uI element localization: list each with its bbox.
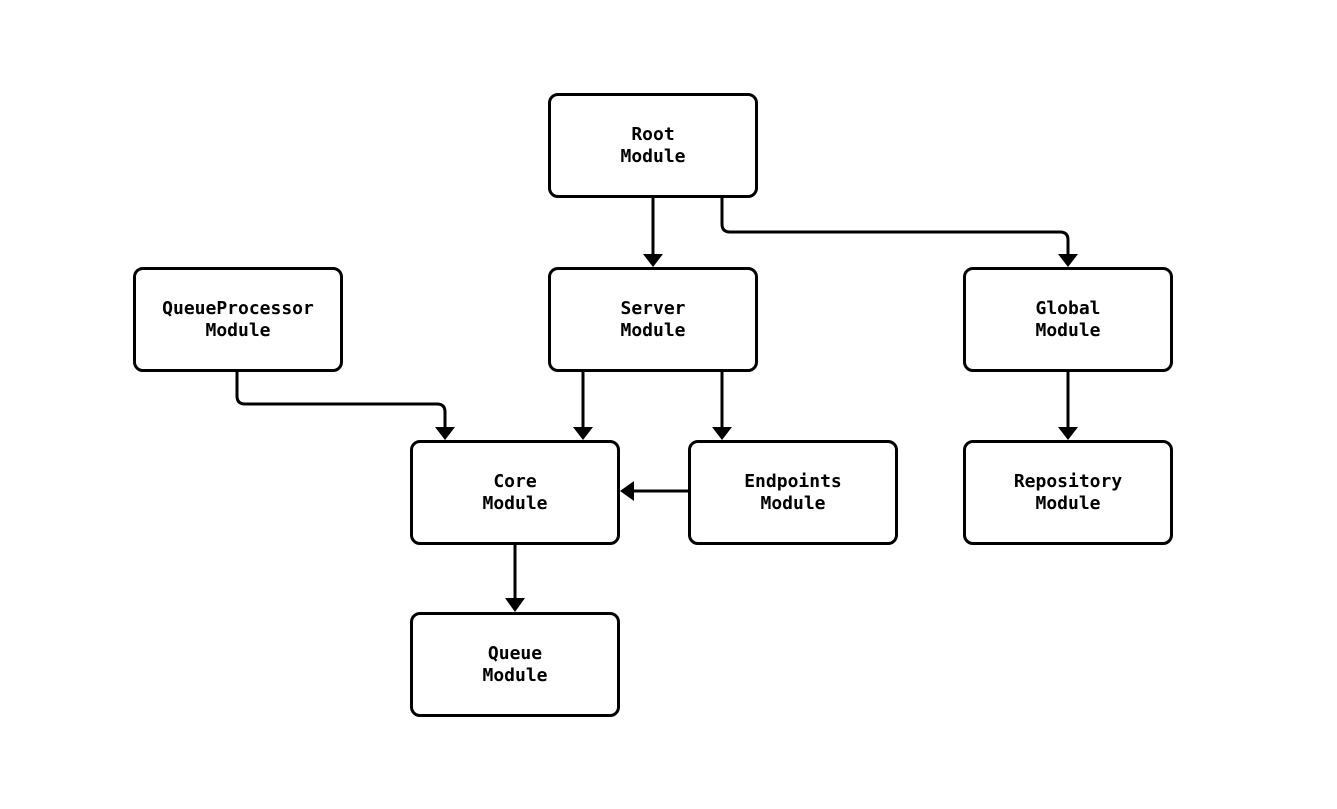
edge-endpoints-to-core [620,481,688,501]
node-repository-label-line2: Module [1035,492,1101,514]
node-repository-module: Repository Module [963,440,1173,545]
node-core-label-line1: Core [493,470,537,492]
arrowhead-endpoints-to-core [620,481,634,501]
arrowhead-server-to-core [573,427,593,440]
arrowhead-core-to-queue [505,598,525,612]
node-queueprocessor-module: QueueProcessor Module [133,267,343,372]
arrowhead-server-to-endpoints [712,427,732,440]
node-endpoints-label-line2: Module [760,492,826,514]
node-endpoints-module: Endpoints Module [688,440,898,545]
edge-root-to-global [720,198,1078,267]
node-root-label-line1: Root [631,123,675,145]
edge-server-to-core [573,372,593,440]
arrowhead-root-to-global [1058,254,1078,267]
arrowhead-root-to-server [643,254,663,267]
edge-core-to-queue [505,545,525,612]
node-global-label-line2: Module [1035,319,1101,341]
node-queue-module: Queue Module [410,612,620,717]
edge-server-to-endpoints [712,372,732,440]
node-server-label-line1: Server [620,297,686,319]
node-repository-label-line1: Repository [1013,470,1123,492]
node-core-module: Core Module [410,440,620,545]
node-queue-label-line1: Queue [487,642,543,664]
node-global-label-line1: Global [1035,297,1101,319]
edge-root-to-server [643,198,663,267]
node-server-module: Server Module [548,267,758,372]
node-queueprocessor-label-line2: Module [205,319,271,341]
edge-queueprocessor-to-core [235,372,455,440]
node-core-label-line2: Module [482,492,548,514]
arrowhead-queueprocessor-to-core [435,427,455,440]
node-queue-label-line2: Module [482,664,548,686]
node-root-label-line2: Module [620,145,686,167]
arrowhead-global-to-repository [1058,427,1078,440]
node-root-module: Root Module [548,93,758,198]
node-queueprocessor-label-line1: QueueProcessor [162,297,314,319]
edge-global-to-repository [1058,372,1078,440]
node-global-module: Global Module [963,267,1173,372]
node-server-label-line2: Module [620,319,686,341]
node-endpoints-label-line1: Endpoints [744,470,842,492]
